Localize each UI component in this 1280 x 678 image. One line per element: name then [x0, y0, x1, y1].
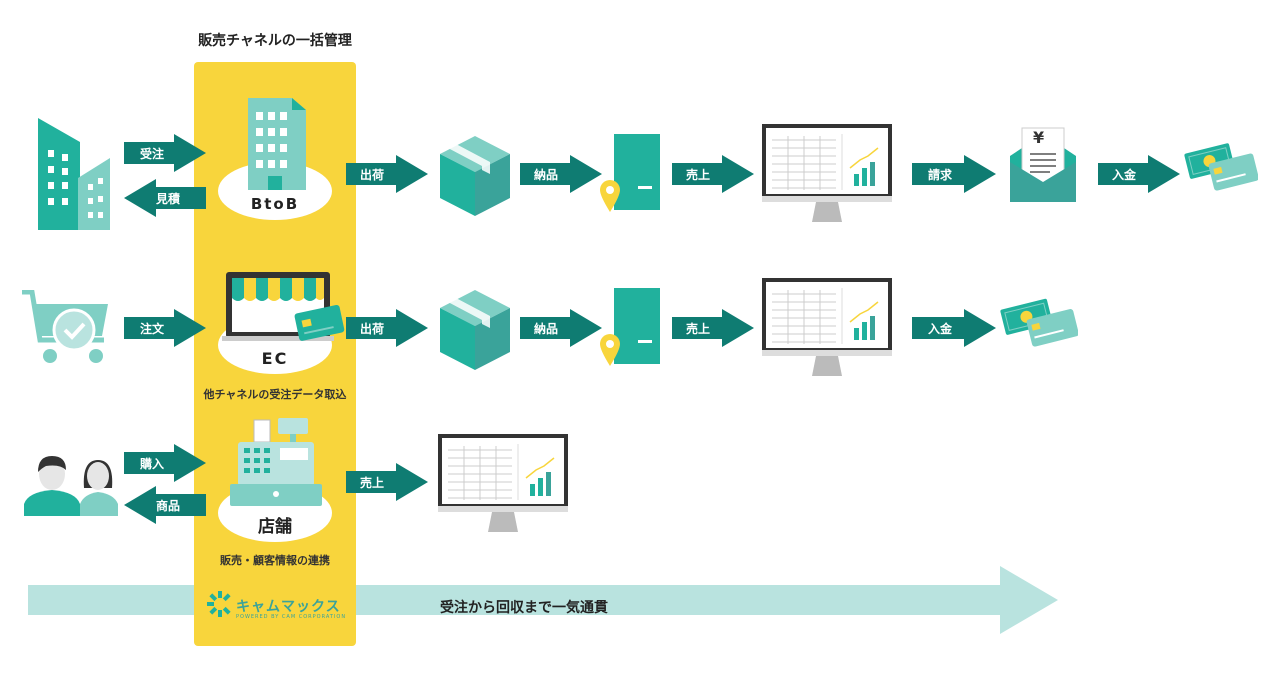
- arrow-label-nyukin-2: 入金: [928, 322, 953, 336]
- arrow-label-uriage-2: 売上: [686, 322, 711, 336]
- customers-icon: [24, 456, 118, 516]
- arrow-label-juchu: 受注: [140, 147, 165, 161]
- arrow-label-seikyu: 請求: [928, 168, 953, 182]
- arrow-label-shukka-1: 出荷: [360, 168, 385, 182]
- shopping-cart-icon: [22, 290, 108, 363]
- cash-register-icon: [230, 418, 322, 506]
- cammacs-logo-icon: [207, 591, 233, 617]
- arrow-label-uriage-1: 売上: [686, 168, 711, 182]
- money-card-icon-2: [1000, 298, 1078, 347]
- arrow-label-konyu: 購入: [140, 457, 165, 471]
- arrow-label-shukka-2: 出荷: [360, 322, 385, 336]
- arrow-label-nohin-1: 納品: [534, 168, 559, 182]
- arrow-label-shohin: 商品: [156, 499, 181, 513]
- ec-caption: 他チャネルの受注データ取込: [203, 388, 347, 401]
- sales-monitor-icon-3: [438, 434, 568, 532]
- sales-monitor-icon-2: [762, 278, 892, 376]
- delivery-door-icon-2: [600, 288, 660, 366]
- channel-ec-label: EC: [261, 349, 289, 368]
- arrow-label-mitsumori: 見積: [156, 192, 181, 206]
- btob-building-icon: [248, 98, 306, 190]
- delivery-door-icon: [600, 134, 660, 212]
- sales-monitor-icon: [762, 124, 892, 222]
- ec-storefront-icon: [222, 272, 345, 341]
- arrow-label-uriage-3: 売上: [360, 476, 385, 490]
- arrow-label-nohin-2: 納品: [534, 322, 559, 336]
- btob-oval: BtoB: [218, 162, 332, 220]
- arrow-label-nyukin-1: 入金: [1112, 168, 1137, 182]
- flow-text: 受注から回収まで一気通貫: [440, 600, 608, 616]
- package-icon-2: [440, 290, 510, 370]
- store-caption: 販売・顧客情報の連携: [220, 554, 330, 567]
- money-card-icon: [1184, 143, 1258, 191]
- arrow-label-chumon: 注文: [140, 322, 165, 336]
- channel-btob-label: BtoB: [250, 195, 300, 213]
- logo-subtext: POWERED BY CAM CORPORATION: [236, 614, 347, 620]
- package-icon: [440, 136, 510, 216]
- building-icon: [38, 118, 110, 230]
- logo-text: キャムマックス: [236, 599, 341, 615]
- yen-icon: ¥: [1033, 128, 1045, 147]
- invoice-envelope-icon: [1010, 127, 1076, 202]
- column-title: 販売チャネルの一括管理: [198, 33, 352, 49]
- channel-store-label: 店舗: [258, 517, 292, 537]
